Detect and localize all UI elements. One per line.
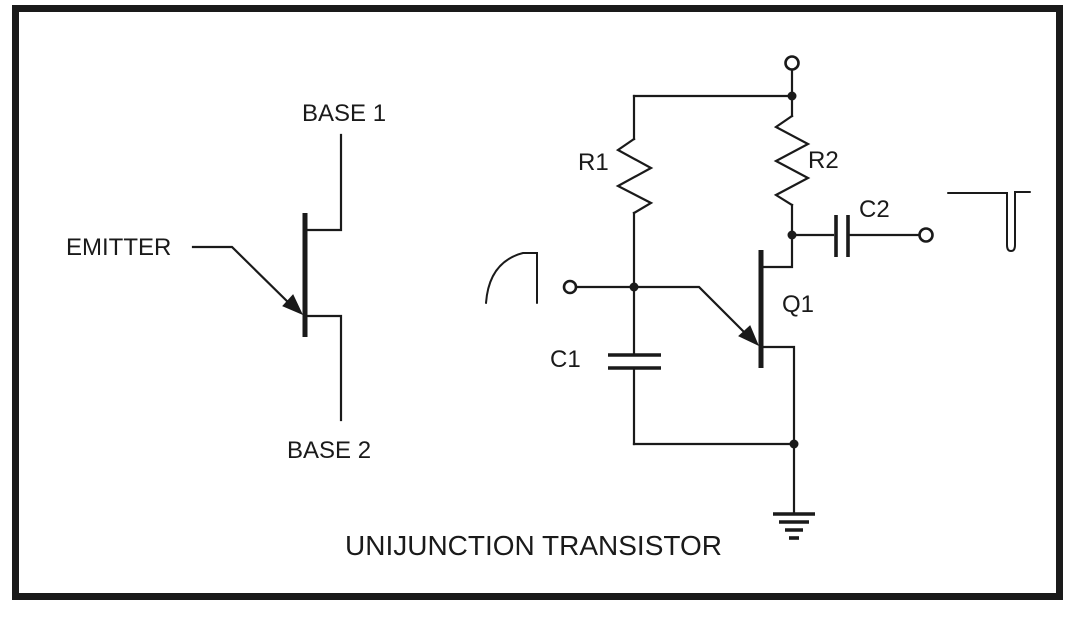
ujt-base2-lead bbox=[305, 314, 343, 422]
c1-capacitor bbox=[608, 353, 661, 446]
ujt-circuit bbox=[485, 55, 1031, 540]
output-terminal bbox=[918, 227, 934, 243]
emitter-label: EMITTER bbox=[66, 234, 172, 261]
base2-label: BASE 2 bbox=[287, 437, 372, 464]
r2-zigzag bbox=[773, 114, 811, 207]
q1-base2-lead bbox=[761, 233, 794, 269]
ujt-symbol bbox=[191, 133, 343, 422]
ujt-base1-lead bbox=[305, 133, 343, 232]
supply-terminal bbox=[784, 55, 800, 71]
sawtooth-waveform-icon bbox=[485, 252, 538, 304]
r2-resistor bbox=[773, 96, 811, 237]
negative-pulse-waveform-icon bbox=[947, 191, 1031, 253]
q1-emitter-wire bbox=[575, 285, 754, 342]
c1-label: C1 bbox=[550, 346, 581, 373]
c2-label: C2 bbox=[859, 196, 890, 223]
r1-zigzag bbox=[615, 137, 654, 215]
emitter-terminal bbox=[562, 279, 578, 295]
q1-label: Q1 bbox=[782, 291, 815, 318]
r2-label: R2 bbox=[808, 147, 839, 174]
emitter-leader-line bbox=[191, 245, 298, 312]
r1-label: R1 bbox=[578, 149, 609, 176]
base1-label: BASE 1 bbox=[302, 100, 387, 127]
q1-emitter-arrow-icon bbox=[738, 325, 759, 347]
earth-ground-icon bbox=[773, 512, 815, 540]
diagram-title: UNIJUNCTION TRANSISTOR bbox=[345, 530, 722, 561]
r1-resistor bbox=[615, 94, 654, 356]
q1-base1-lead bbox=[761, 345, 796, 446]
c2-capacitor bbox=[790, 215, 921, 257]
emitter-arrow-icon bbox=[282, 294, 304, 315]
q1-transistor bbox=[575, 233, 796, 446]
